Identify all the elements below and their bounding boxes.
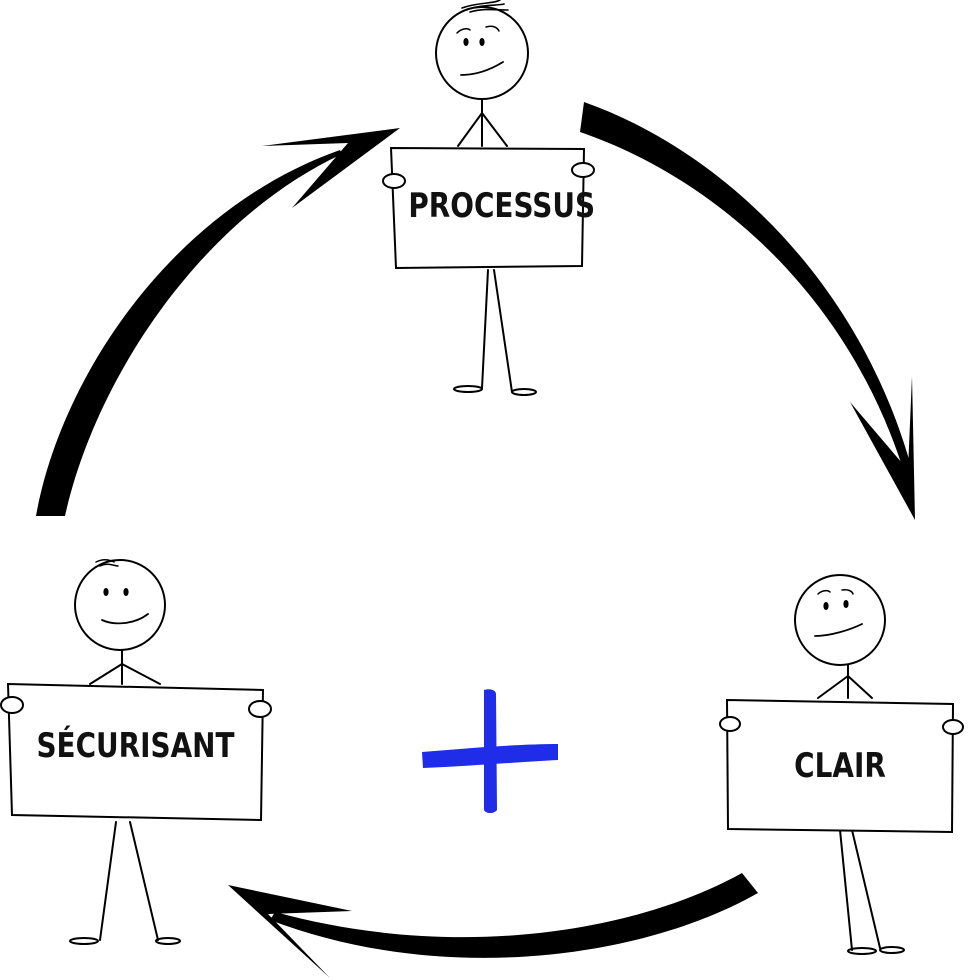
- arrow-processus-to-clair: [580, 102, 915, 520]
- head: [794, 574, 886, 666]
- arrow-clair-to-securisant: [228, 873, 758, 978]
- head: [435, 6, 529, 100]
- stick-figure-bottom-right: [794, 574, 905, 955]
- sign-bottom-left: [0, 682, 272, 822]
- stick-figure-bottom-left: [69, 558, 181, 945]
- sign-bottom-right: [719, 698, 964, 834]
- plus-icon: [422, 689, 558, 813]
- stick-figure-top: [435, 0, 537, 396]
- arrow-securisant-to-processus: [36, 128, 400, 516]
- sign-label-clair: CLAIR: [794, 746, 886, 786]
- head: [74, 559, 166, 651]
- sign-label-securisant: SÉCURISANT: [36, 726, 235, 766]
- sign-top: [382, 146, 595, 270]
- sign-label-processus: PROCESSUS: [408, 186, 596, 226]
